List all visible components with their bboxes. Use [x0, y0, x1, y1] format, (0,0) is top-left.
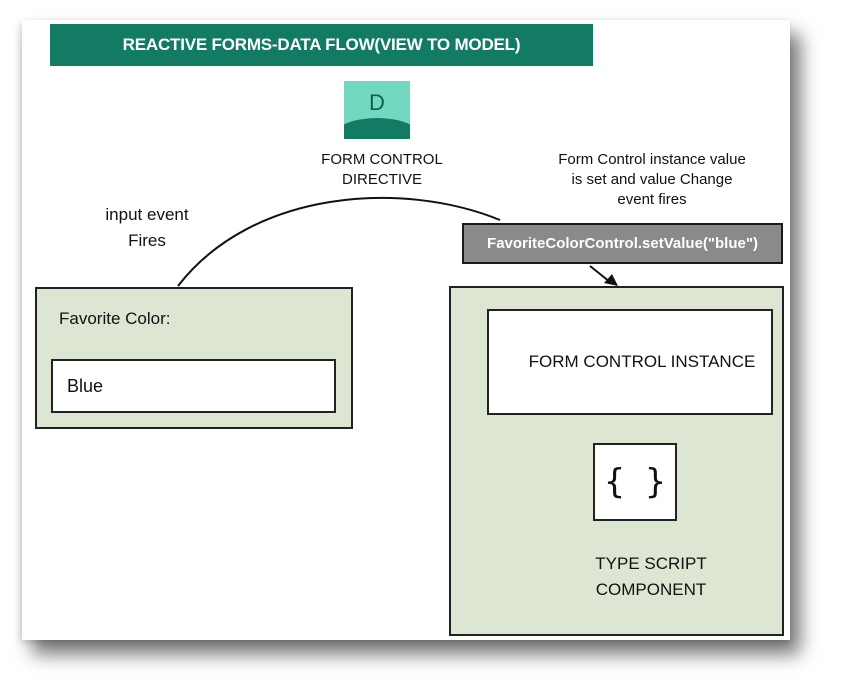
favorite-color-label: Favorite Color: — [59, 309, 171, 328]
value-change-note-line2: is set and value Change — [571, 171, 733, 188]
model-panel: FORM CONTROL INSTANCE { } TYPE SCRIPT CO… — [449, 286, 784, 636]
value-change-note-line3: event fires — [617, 191, 687, 208]
typescript-component-label: TYPE SCRIPT COMPONENT — [511, 551, 791, 603]
input-event-arc — [177, 196, 501, 287]
input-event-label-line1: input event — [105, 205, 189, 224]
form-control-instance: FORM CONTROL INSTANCE — [487, 309, 773, 415]
diagram-title: REACTIVE FORMS-DATA FLOW(VIEW TO MODEL) — [50, 24, 593, 66]
typescript-component-line2: COMPONENT — [595, 580, 707, 599]
directive-icon: D — [344, 81, 410, 139]
diagram-card: REACTIVE FORMS-DATA FLOW(VIEW TO MODEL) … — [22, 20, 790, 640]
set-value-call: FavoriteColorControl.setValue("blue") — [462, 223, 783, 264]
connector-layer — [177, 196, 618, 287]
input-event-label: input event Fires — [82, 202, 212, 254]
directive-icon-letter: D — [369, 90, 385, 115]
typescript-component-line1: TYPE SCRIPT — [595, 554, 707, 573]
directive-label-line1: FORM CONTROL — [321, 151, 443, 168]
value-change-note-line1: Form Control instance value — [558, 151, 746, 168]
directive-label-line2: DIRECTIVE — [341, 171, 422, 188]
input-event-label-line2: Fires — [128, 231, 166, 250]
directive-label: FORM CONTROL DIRECTIVE — [302, 150, 462, 190]
view-panel: Favorite Color: Blue — [35, 287, 353, 429]
directive-icon-base — [344, 118, 410, 139]
favorite-color-input[interactable]: Blue — [51, 359, 336, 413]
set-value-arrow — [589, 265, 611, 283]
braces-icon: { } — [593, 443, 677, 521]
set-value-arrowhead — [604, 274, 618, 286]
value-change-note: Form Control instance value is set and v… — [522, 150, 782, 210]
